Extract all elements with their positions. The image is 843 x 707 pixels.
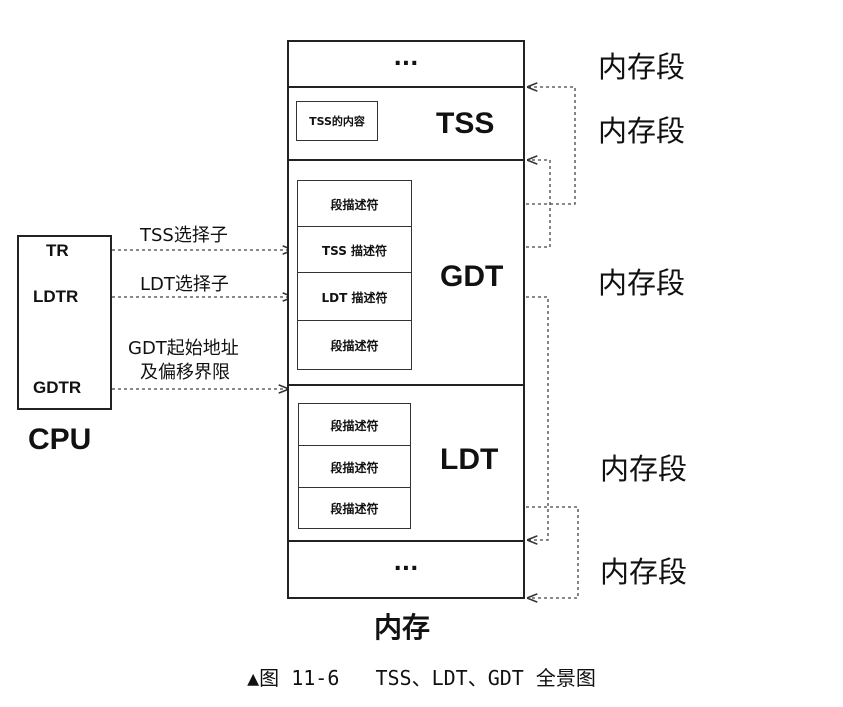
ldt-selector-label: LDT选择子 bbox=[140, 274, 229, 295]
tss-selector-label: TSS选择子 bbox=[140, 225, 228, 246]
tss-title: TSS bbox=[436, 107, 495, 140]
ldtr-register: LDTR bbox=[33, 287, 79, 306]
memory-segment-label: 内存段 bbox=[598, 50, 686, 84]
gdt-base-label-line2: 及偏移界限 bbox=[140, 362, 230, 383]
cpu-box bbox=[17, 235, 112, 410]
gdt-tss-descriptor: TSS 描述符 bbox=[297, 226, 412, 274]
memory-segment-label: 内存段 bbox=[598, 114, 686, 148]
gdt-ldt-descriptor: LDT 描述符 bbox=[297, 272, 412, 322]
divider-ldt bbox=[287, 540, 525, 542]
memory-segment-label: 内存段 bbox=[600, 555, 688, 589]
divider-top bbox=[287, 86, 525, 88]
gdt-descriptor: 段描述符 bbox=[297, 320, 412, 370]
divider-tss bbox=[287, 159, 525, 161]
ldt-descriptor: 段描述符 bbox=[298, 445, 411, 489]
bottom-ellipsis: ... bbox=[393, 551, 419, 576]
gdt-title: GDT bbox=[440, 260, 504, 293]
ldt-title: LDT bbox=[440, 443, 499, 476]
gdtr-register: GDTR bbox=[33, 378, 82, 397]
tss-content-box: TSS的内容 bbox=[296, 101, 378, 141]
cpu-label: CPU bbox=[28, 423, 92, 456]
tr-register: TR bbox=[46, 241, 69, 260]
memory-label: 内存 bbox=[374, 611, 431, 644]
gdt-descriptor: 段描述符 bbox=[297, 180, 412, 228]
figure-caption: ▲图 11-6 TSS、LDT、GDT 全景图 bbox=[247, 666, 596, 690]
memory-segment-label: 内存段 bbox=[600, 452, 688, 486]
gdt-base-label-line1: GDT起始地址 bbox=[128, 338, 239, 359]
divider-gdt bbox=[287, 384, 525, 386]
memory-segment-label: 内存段 bbox=[598, 266, 686, 300]
top-ellipsis: ... bbox=[393, 46, 419, 71]
ldt-descriptor: 段描述符 bbox=[298, 487, 411, 529]
ldt-descriptor-link-bottom bbox=[412, 506, 579, 598]
ldt-descriptor: 段描述符 bbox=[298, 403, 411, 447]
